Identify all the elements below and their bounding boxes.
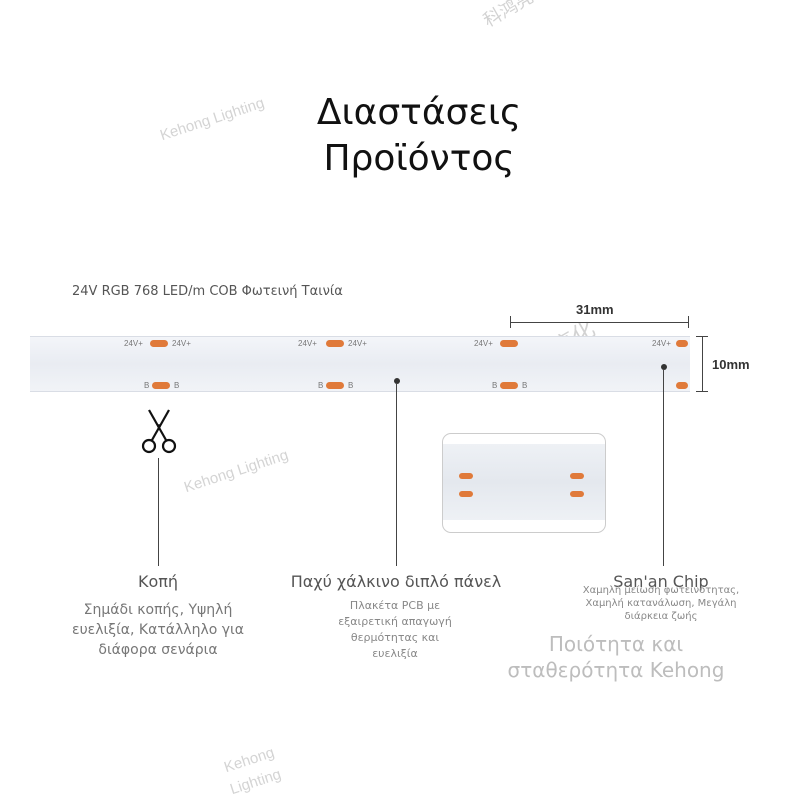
solder-pad (570, 491, 584, 497)
scissors-icon (141, 409, 177, 454)
feature-pcb-description: Πλακέτα PCB με εξαιρετική απαγωγή θερμότ… (338, 599, 452, 660)
led-strip (30, 336, 690, 392)
quality-line2: σταθερότητα Kehong (507, 658, 725, 682)
feature-chip-description: Χαμηλή μείωση φωτεινότητας, Χαμηλή καταν… (582, 585, 740, 622)
pad-label: B (174, 381, 180, 390)
watermark-chinese-top: 科鸿亮化 (480, 0, 553, 32)
pad-label: 24V+ (172, 339, 191, 348)
callout-line-chip (663, 370, 664, 566)
solder-pad (570, 473, 584, 479)
page-title-line1: Διαστάσεις (316, 92, 522, 133)
callout-line-cut (158, 458, 159, 566)
pad-label: 24V+ (298, 339, 317, 348)
pad-label: B (348, 381, 354, 390)
callout-dot-chip (661, 364, 667, 370)
width-dimension-line (702, 336, 703, 392)
solder-pad (676, 382, 688, 389)
solder-pad (676, 340, 688, 347)
pad-label: 24V+ (652, 339, 671, 348)
solder-pad (150, 340, 168, 347)
watermark-brand: Kehong Lighting (182, 446, 291, 497)
width-dimension-tick-bottom (696, 391, 708, 392)
width-dimension-tick-top (696, 336, 708, 337)
quality-line1: Ποιότητα και (548, 632, 684, 656)
width-dimension-label: 10mm (712, 357, 750, 372)
length-dimension-tick-right (688, 316, 689, 328)
length-dimension-label: 31mm (576, 302, 614, 317)
page-title-line2: Προϊόντος (323, 138, 515, 179)
callout-dot-pcb (394, 378, 400, 384)
length-dimension-line (510, 322, 688, 323)
feature-cut-heading: Κοπή (137, 572, 179, 591)
feature-cut-description: Σημάδι κοπής, Υψηλή ευελιξία, Κατάλληλο … (72, 602, 244, 658)
pad-label: 24V+ (348, 339, 367, 348)
pad-label: B (522, 381, 528, 390)
solder-pad (500, 340, 518, 347)
solder-pad (152, 382, 170, 389)
pad-label: 24V+ (124, 339, 143, 348)
length-dimension-tick-left (510, 316, 511, 328)
callout-line-pcb (396, 384, 397, 566)
product-name: 24V RGB 768 LED/m COB Φωτεινή Ταινία (72, 284, 343, 299)
pad-label: B (492, 381, 498, 390)
feature-chip-heading: San'an Chip (613, 572, 709, 591)
solder-pad (459, 473, 473, 479)
solder-pad (326, 382, 344, 389)
pad-label: 24V+ (474, 339, 493, 348)
pad-label: B (144, 381, 150, 390)
feature-pcb-heading: Παχύ χάλκινο διπλό πάνελ (290, 572, 502, 591)
pad-label: B (318, 381, 324, 390)
solder-pad (500, 382, 518, 389)
strip-detail-inset (442, 433, 606, 533)
solder-pad (459, 491, 473, 497)
solder-pad (326, 340, 344, 347)
